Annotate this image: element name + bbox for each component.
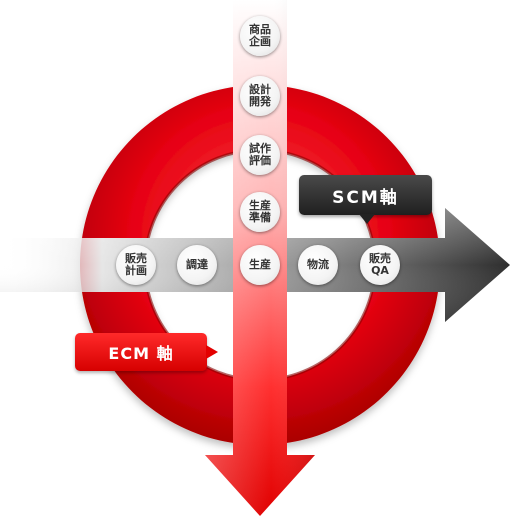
scm-node-procurement: 調達: [177, 245, 217, 285]
scm-node-logistics: 物流: [298, 245, 338, 285]
ecm-node-prototype-evaluation: 試作 評価: [240, 135, 280, 175]
scm-node-sales-planning: 販売 計画: [116, 245, 156, 285]
ecm-node-product-planning: 商品 企画: [240, 16, 280, 56]
scm-node-sales-qa: 販売 QA: [360, 245, 400, 285]
ecm-axis-label: ECM 軸: [75, 333, 218, 371]
ecm-node-production-preparation: 生産 準備: [240, 192, 280, 232]
scm-node-production: 生産: [240, 245, 280, 285]
scm-axis-label: SCM軸: [299, 175, 432, 224]
ecm-node-design-development: 設計 開発: [240, 76, 280, 116]
